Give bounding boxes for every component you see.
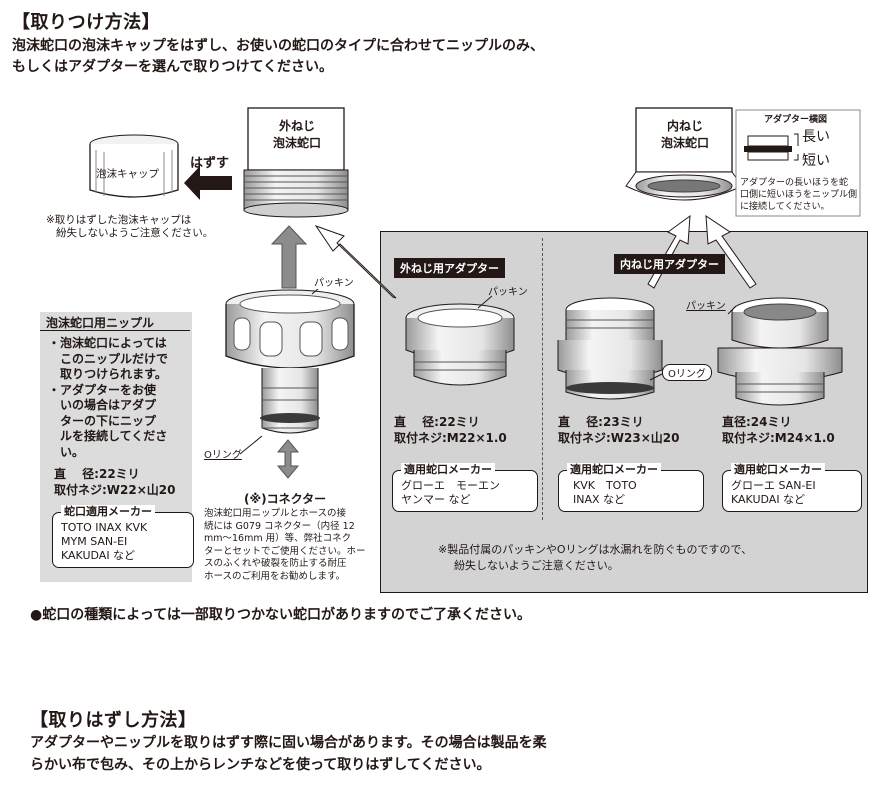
- outer-adapter-arrow: [314, 225, 397, 299]
- adapter-legend-note-line2: 口側に短いほうをニップル側: [740, 190, 858, 200]
- nipple-description: ・泡沫蛇口によっては このニップルだけで 取りつけられます。 ・アダプターをお使…: [48, 336, 168, 460]
- nipple-maker-line3: KAKUDAI など: [61, 549, 136, 562]
- foam-cap-illustration: [89, 134, 179, 198]
- nipple-desc-line: いの場合はアダプ: [60, 398, 157, 412]
- outer-adapter-tag: 外ねじ用アダプター: [394, 258, 505, 278]
- nipple-up-arrow: [270, 225, 308, 289]
- outer-faucet-line2: 泡沫蛇口: [272, 136, 321, 150]
- faucet-warning: ●蛇口の種類によっては一部取りつかない蛇口がありますのでご了承ください。: [30, 607, 531, 623]
- nipple-desc-line: ルを接続してくださ: [60, 429, 168, 443]
- adapter-legend-note-line1: アダプターの長いほうを蛇: [740, 178, 849, 188]
- connector-note-line: ホースのご利用をお勧めします。: [204, 570, 346, 582]
- connector-note-line: ターとセットでご使用ください。ホー: [204, 545, 366, 557]
- inner-adapter-b-maker-line2: KAKUDAI など: [731, 493, 806, 506]
- outer-adapter-diameter: 直 径:22ミリ: [394, 415, 480, 429]
- nipple-desc-line: ターの下にニップ: [60, 413, 157, 428]
- inner-adapter-tag: 内ねじ用アダプター: [614, 254, 725, 274]
- inner-adapter-b-illustration: [717, 297, 843, 406]
- nipple-desc-line: このニップルだけで: [60, 351, 169, 366]
- cap-note-line1: ※取りはずした泡沫キャップは: [46, 214, 192, 226]
- remove-arrow: [184, 166, 232, 200]
- connector-label: (※)コネクター: [244, 492, 327, 506]
- nipple-oring-leader: [239, 435, 263, 455]
- inner-adapter-arrow-b: [705, 215, 757, 289]
- nipple-desc-line: い。: [60, 444, 85, 459]
- outer-faucet-label: 外ねじ 泡沫蛇口: [262, 118, 332, 152]
- connector-note-line: 続には G079 コネクター（内径 12: [204, 520, 355, 532]
- inner-adapter-a-maker-title: 適用蛇口メーカー: [567, 463, 661, 477]
- inner-adapter-a-thread: 取付ネジ:W23×山20: [558, 431, 680, 445]
- inner-adapter-a-maker-box: 適用蛇口メーカー KVK TOTO INAX など: [558, 463, 704, 512]
- cap-label: 泡沫キャップ: [96, 168, 159, 180]
- nipple-diameter: 直 径:22ミリ: [54, 467, 140, 481]
- nipple-title: 泡沫蛇口用ニップル: [46, 316, 155, 330]
- cap-note-line2: 紛失しないようご注意ください。: [56, 227, 214, 239]
- connector-note-line: mm〜16mm 用）等、弊社コネク: [204, 533, 352, 544]
- outer-adapter-packing-label: パッキン: [488, 287, 528, 298]
- adapter-legend-short: 短い: [802, 153, 830, 169]
- outer-faucet-line1: 外ねじ: [278, 119, 315, 133]
- packing-note-line1: ※製品付属のパッキンやOリングは水漏れを防ぐものですので、: [438, 543, 753, 556]
- inner-adapter-arrow-a: [647, 214, 691, 289]
- packing-note-line2: 紛失しないようご注意ください。: [454, 559, 619, 572]
- outer-faucet-illustration: [243, 107, 349, 218]
- outer-adapter-thread: 取付ネジ:M22×1.0: [394, 431, 507, 445]
- inner-adapter-a-illustration: [557, 297, 667, 400]
- inner-adapter-b-maker-box: 適用蛇口メーカー グローエ SAN-EI KAKUDAI など: [722, 463, 862, 512]
- inner-adapter-b-maker-title: 適用蛇口メーカー: [731, 463, 825, 477]
- connector-note-line: 泡沫蛇口用ニップルとホースの接: [204, 508, 347, 519]
- adapter-legend-title: アダプター横図: [764, 115, 828, 125]
- nipple-maker-title: 蛇口適用メーカー: [61, 505, 155, 519]
- nipple-desc-line: ・アダプターをお使: [48, 382, 157, 397]
- attach-intro-line2: もしくはアダプターを選んで取りつけてください。: [12, 59, 334, 75]
- nipple-desc-line: 取りつけられます。: [60, 367, 167, 381]
- adapter-legend-diagram: [735, 109, 861, 217]
- outer-adapter-maker-line2: ヤンマー など: [401, 493, 471, 506]
- nipple-desc-line: ・泡沫蛇口によっては: [48, 336, 167, 350]
- adapter-panel: [380, 231, 868, 593]
- nipple-packing-label: パッキン: [312, 274, 356, 289]
- inner-adapter-a-maker-line1: KVK TOTO: [573, 479, 637, 492]
- connector-note-line: スのふくれや破裂を防止する耐圧: [204, 558, 347, 569]
- inner-adapter-b-diameter: 直径:24ミリ: [722, 415, 792, 429]
- inner-adapter-b-maker-line1: グローエ SAN-EI: [731, 479, 816, 492]
- panel-divider: [542, 238, 543, 520]
- outer-adapter-maker-line1: グローエ モーエン: [401, 479, 500, 492]
- nipple-maker-line1: TOTO INAX KVK: [61, 521, 148, 534]
- adapter-legend-long: 長い: [802, 129, 830, 145]
- attach-intro-line1: 泡沫蛇口の泡沫キャップをはずし、お使いの蛇口のタイプに合わせてニップルのみ、: [12, 38, 544, 54]
- inner-faucet-line2: 泡沫蛇口: [660, 136, 709, 150]
- connector-arrow: [276, 439, 300, 479]
- remove-line2: らかい布で包み、その上からレンチなどを使って取りはずしてください。: [30, 757, 491, 773]
- nipple-illustration: [225, 289, 355, 434]
- cap-remove-label: はずす: [190, 156, 230, 171]
- inner-adapter-a-maker-line2: INAX など: [573, 493, 626, 506]
- inner-adapter-a-diameter: 直 径:23ミリ: [558, 415, 644, 429]
- inner-adapter-packing-label: パッキン: [686, 301, 726, 312]
- remove-title: 【取りはずし方法】: [30, 710, 197, 731]
- adapter-legend-note-line3: に接続してください。: [740, 202, 830, 212]
- attach-title: 【取りつけ方法】: [12, 12, 161, 33]
- remove-line1: アダプターやニップルを取りはずす際に固い場合があります。その場合は製品を柔: [30, 735, 547, 751]
- outer-adapter-maker-box: 適用蛇口メーカー グローエ モーエン ヤンマー など: [392, 463, 538, 512]
- nipple-title-rule: [40, 330, 190, 331]
- nipple-oring-label: Oリング: [204, 450, 242, 461]
- outer-adapter-illustration: [405, 295, 515, 386]
- inner-faucet-illustration: [625, 107, 743, 201]
- inner-faucet-label: 内ねじ 泡沫蛇口: [650, 118, 720, 152]
- connector-note: 泡沫蛇口用ニップルとホースの接 続には G079 コネクター（内径 12 mm〜…: [204, 508, 366, 583]
- inner-faucet-line1: 内ねじ: [666, 119, 703, 133]
- nipple-thread: 取付ネジ:W22×山20: [54, 483, 176, 497]
- inner-adapter-b-thread: 取付ネジ:M24×1.0: [722, 431, 835, 445]
- inner-adapter-oring-label: Oリング: [662, 364, 712, 381]
- outer-adapter-maker-title: 適用蛇口メーカー: [401, 463, 495, 477]
- nipple-maker-line2: MYM SAN-EI: [61, 535, 128, 548]
- nipple-maker-box: 蛇口適用メーカー TOTO INAX KVK MYM SAN-EI KAKUDA…: [52, 505, 194, 568]
